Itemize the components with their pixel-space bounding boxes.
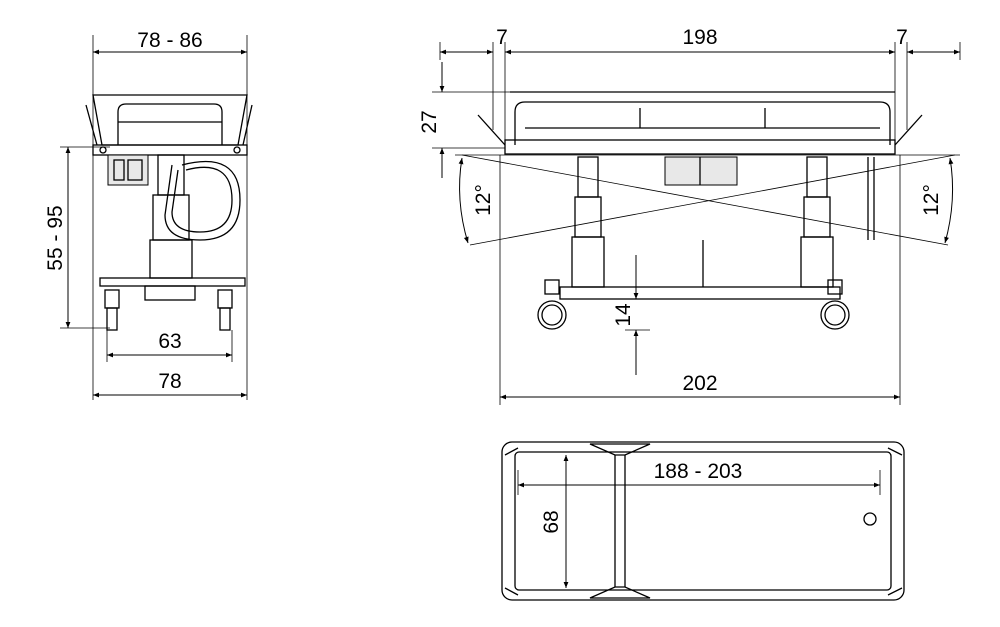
dim-side-left-overhang: 7: [496, 26, 508, 49]
dim-front-height: 55 - 95: [44, 205, 67, 270]
side-view: 7 198 7 27 12° 12° 14 202: [418, 26, 961, 405]
dim-side-ground-clearance: 14: [612, 303, 635, 327]
dim-front-width-top: 78 - 86: [137, 29, 202, 52]
dim-side-overall-length: 202: [682, 372, 717, 395]
dim-side-length-top: 198: [682, 26, 717, 49]
dim-front-base-width: 78: [158, 370, 181, 393]
dim-top-length: 188 - 203: [654, 460, 743, 483]
front-view: 78 - 86 55 - 95 63 78: [44, 29, 253, 400]
dim-side-rail-height: 27: [418, 110, 441, 133]
top-view: 188 - 203 68: [501, 441, 905, 601]
dim-side-right-overhang: 7: [896, 26, 908, 49]
dim-top-width: 68: [540, 510, 563, 533]
dim-side-tilt-left: 12°: [472, 184, 495, 216]
dim-front-wheel-span: 63: [158, 330, 181, 353]
dim-side-tilt-right: 12°: [920, 184, 943, 216]
